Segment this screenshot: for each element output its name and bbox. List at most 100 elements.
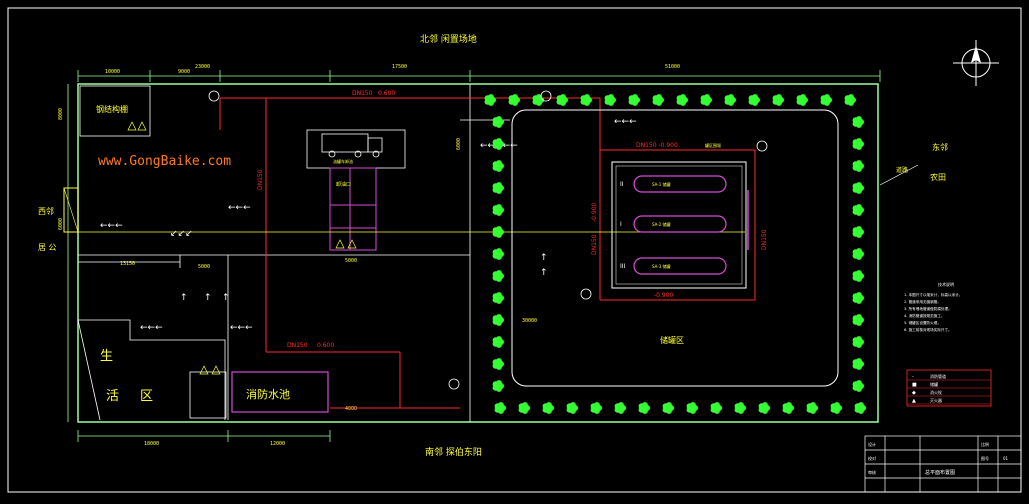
tank-id: II (620, 181, 624, 188)
legend-text: 消防管道 (930, 373, 946, 379)
dim-mid-3: 30000 (522, 318, 537, 324)
svg-text:←←←: ←←← (230, 323, 253, 333)
notes-title: 技术说明 (938, 281, 954, 287)
unloading-label: 卸油口 (336, 181, 351, 188)
life-zone-char-1: 生 (100, 349, 113, 364)
svg-text:↑: ↑ (540, 268, 548, 278)
tree-icon (830, 402, 842, 414)
tree-icon (628, 94, 640, 106)
tree-icon (852, 358, 864, 370)
dim-mid-5: 4000 (345, 406, 357, 412)
tree-icon (604, 94, 616, 106)
steel-shed (79, 85, 151, 137)
life-zone-char-2: 活 (106, 389, 119, 404)
tree-icon (852, 160, 864, 172)
west-neighbor-label: 西邻 (38, 206, 54, 216)
vertical-pipe-label-3: DN150 (761, 229, 768, 250)
main-pipe-label: DN150 (352, 90, 373, 97)
title-scale: 比例 (981, 441, 989, 447)
svg-text:←←←: ←←← (228, 203, 251, 213)
title-check: 校对 (868, 455, 876, 461)
tank-area-label: 罐区围堰 (705, 142, 721, 148)
west-gate (63, 187, 79, 233)
tree-group (484, 94, 866, 414)
tree-icon (854, 402, 866, 414)
note-line: 1. 本图尺寸以毫米计，标高以米计。 (904, 292, 962, 297)
dim-mid-1: 13150 (120, 261, 135, 267)
dim-top-4: 17500 (392, 64, 407, 70)
tree-icon (638, 402, 650, 414)
legend-table: -消防管道■储罐◆消火栓▲灭火器 (906, 369, 992, 407)
title-drawing-name: 总平面布置图 (925, 469, 955, 476)
tree-icon (652, 94, 664, 106)
tank-id: I (620, 221, 622, 228)
extinguisher-marks (127, 121, 357, 375)
svg-text:↑: ↑ (540, 253, 548, 263)
tree-icon (700, 94, 712, 106)
fire-pipe-network (219, 97, 756, 409)
pump-building (329, 167, 377, 251)
west-neighbor-sub: 居 公 (38, 243, 57, 252)
dim-top-1: 10000 (105, 69, 120, 75)
main-pipe-pressure: 0.600 (378, 90, 395, 97)
dim-mid-2: 5000 (198, 264, 210, 270)
tree-icon (852, 380, 864, 392)
legend-symbol: ▲ (912, 398, 916, 404)
title-approve: 审核 (868, 469, 876, 475)
note-line: 5. 储罐区设置防火堤。 (904, 320, 941, 325)
tree-icon (676, 94, 688, 106)
title-block (864, 435, 1022, 493)
bottom-dimensions: 18000 12000 30000 6000 (77, 138, 537, 447)
tree-icon (492, 336, 504, 348)
north-neighbor-label: 北邻 闲置场地 (420, 33, 477, 45)
internal-walls (77, 84, 510, 422)
svg-text:←←←: ←←← (614, 117, 637, 127)
tree-icon (758, 402, 770, 414)
tree-icon (748, 94, 760, 106)
tree-icon (852, 314, 864, 326)
svg-text:↑: ↑ (204, 293, 212, 303)
note-line: 3. 所有埋地管道做防腐处理。 (904, 306, 952, 311)
top-dimensions: 10000 9000 23000 17500 51000 (77, 64, 881, 82)
tree-icon (614, 402, 626, 414)
vertical-elev-label: -0.900 (591, 202, 598, 222)
east-neighbor-label: 东邻 (932, 142, 948, 152)
tree-icon (566, 402, 578, 414)
traffic-arrows: ←←← ←←← ←←← ←←← ↙↙↙ ↑ ↑ ↑ ←←←←← ←←← ↑ ↑ (100, 117, 637, 333)
east-road-label: 道路 (896, 166, 908, 174)
note-line: 4. 消防管道按规范施工。 (904, 313, 945, 318)
tank-label: SA-2 储罐 (652, 221, 671, 227)
tree-icon (852, 270, 864, 282)
tree-icon (710, 402, 722, 414)
dim-top-5: 51000 (665, 64, 680, 70)
tank-label: SA-1 储罐 (652, 181, 671, 187)
legend-text: 消火栓 (930, 389, 942, 395)
svg-text:↙↙↙: ↙↙↙ (170, 229, 193, 239)
tree-icon (734, 402, 746, 414)
dim-top-2: 9000 (178, 69, 190, 75)
tree-icon (580, 94, 592, 106)
technical-notes: 技术说明 1. 本图尺寸以毫米计，标高以米计。 2. 管道采用无缝钢管。 3. 所有… (904, 281, 962, 332)
tree-icon (852, 182, 864, 194)
lower-pipe-label: DN150 (287, 342, 308, 349)
tank-zone-label: 储罐区 (660, 335, 684, 345)
fire-pool-label: 消防水池 (246, 387, 290, 401)
tree-icon (492, 226, 504, 238)
guard-room (189, 371, 227, 419)
watermark-text: www.GongBaike.com (98, 154, 231, 169)
dim-mid-4: 6000 (456, 138, 462, 150)
note-line: 2. 管道采用无缝钢管。 (904, 299, 941, 304)
tree-icon (806, 402, 818, 414)
dim-bot-2: 12000 (270, 441, 285, 447)
tank-pipe-label: DN150 -0.900 (636, 142, 678, 149)
tree-icon (590, 402, 602, 414)
tank-bottom-elev: -0.900 (654, 292, 674, 299)
tree-icon (852, 292, 864, 304)
tree-icon (782, 402, 794, 414)
title-sheet: 图号 (981, 455, 989, 461)
tank-id: III (620, 263, 626, 270)
